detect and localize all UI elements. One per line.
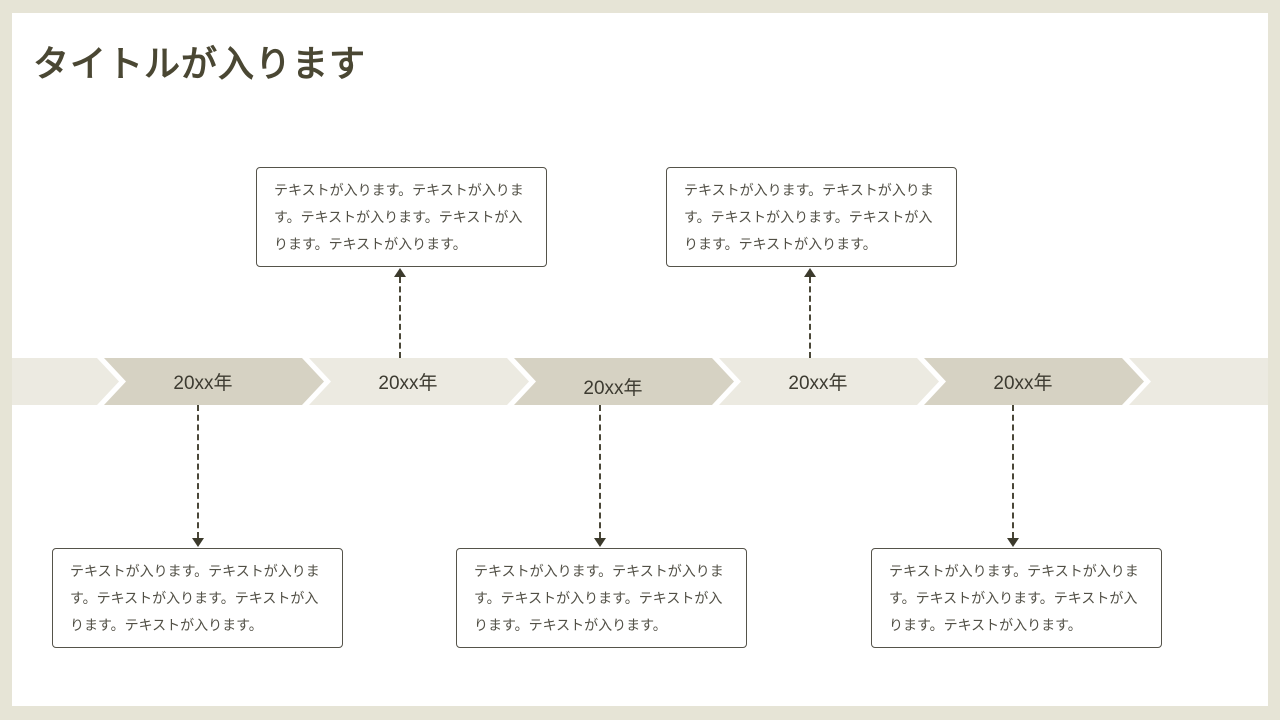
timeline-segment-year-1: 20xx年 (104, 358, 324, 405)
callout-box-bottom-1: テキストが入ります。テキストが入ります。テキストが入ります。テキストが入ります。… (52, 548, 343, 648)
connector-dashed-down (1012, 405, 1014, 538)
arrow-up-icon (394, 268, 406, 277)
callout-text: テキストが入ります。テキストが入ります。テキストが入ります。テキストが入ります。… (70, 563, 320, 633)
timeline-label: 20xx年 (583, 377, 643, 399)
timeline-segment-year-5: 20xx年 (924, 358, 1144, 405)
connector-dashed-up (809, 277, 811, 358)
timeline-segment-start (12, 358, 119, 405)
timeline-label: 20xx年 (788, 373, 848, 394)
arrow-down-icon (594, 538, 606, 547)
arrow-down-icon (1007, 538, 1019, 547)
callout-box-top-2: テキストが入ります。テキストが入ります。テキストが入ります。テキストが入ります。… (666, 167, 957, 267)
arrow-down-icon (192, 538, 204, 547)
connector-dashed-down (599, 405, 601, 538)
timeline-label: 20xx年 (378, 373, 438, 394)
timeline-segment-year-2: 20xx年 (309, 358, 529, 405)
callout-text: テキストが入ります。テキストが入ります。テキストが入ります。テキストが入ります。… (274, 182, 524, 252)
timeline-band: 20xx年 20xx年 20xx年 20xx年 20xx年 (12, 358, 1268, 405)
callout-text: テキストが入ります。テキストが入ります。テキストが入ります。テキストが入ります。… (889, 563, 1139, 633)
connector-dashed-down (197, 405, 199, 538)
callout-text: テキストが入ります。テキストが入ります。テキストが入ります。テキストが入ります。… (684, 182, 934, 252)
timeline-label: 20xx年 (173, 373, 233, 394)
timeline-label: 20xx年 (993, 373, 1053, 394)
callout-box-bottom-2: テキストが入ります。テキストが入ります。テキストが入ります。テキストが入ります。… (456, 548, 747, 648)
timeline-segment-year-3: 20xx年 (514, 358, 734, 405)
callout-text: テキストが入ります。テキストが入ります。テキストが入ります。テキストが入ります。… (474, 563, 724, 633)
callout-box-bottom-3: テキストが入ります。テキストが入ります。テキストが入ります。テキストが入ります。… (871, 548, 1162, 648)
slide-content: タイトルが入ります 20xx年 20xx年 20xx年 20xx年 20xx年 … (12, 13, 1268, 706)
timeline-segment-year-4: 20xx年 (719, 358, 939, 405)
timeline-segment-end (1129, 358, 1268, 405)
callout-box-top-1: テキストが入ります。テキストが入ります。テキストが入ります。テキストが入ります。… (256, 167, 547, 267)
arrow-up-icon (804, 268, 816, 277)
page-title: タイトルが入ります (33, 43, 367, 84)
connector-dashed-up (399, 277, 401, 358)
